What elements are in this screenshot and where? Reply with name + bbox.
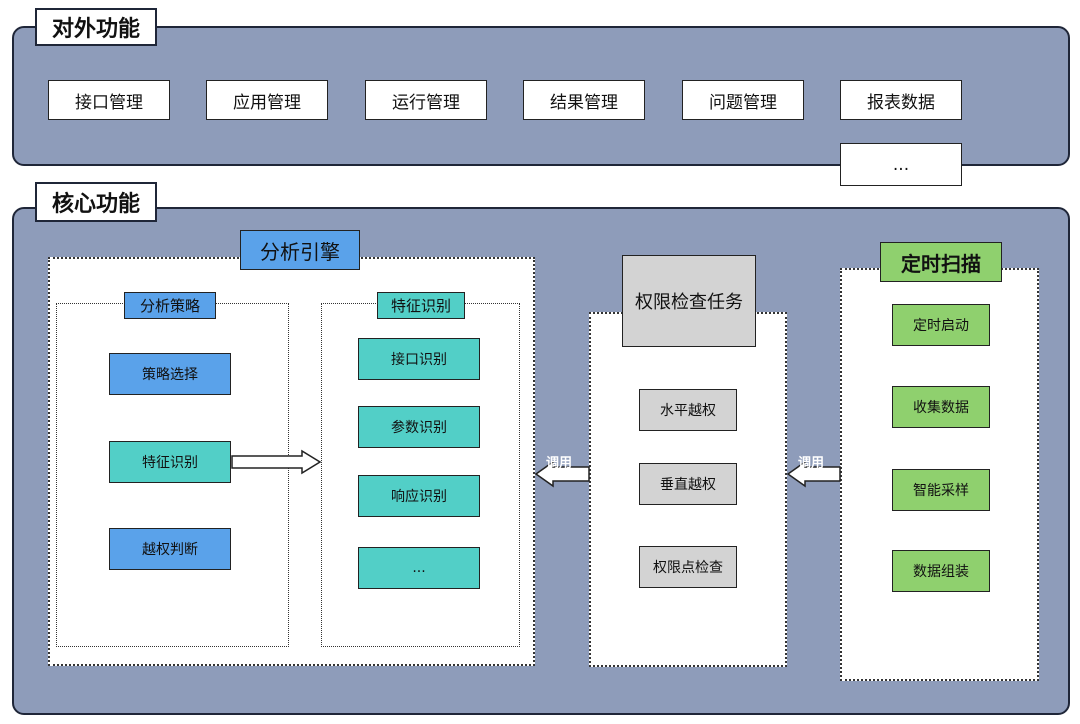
permission-vertical-node[interactable]: 垂直越权 [639,463,737,505]
ext-item-result[interactable]: 结果管理 [523,80,645,120]
permission-task-title: 权限检查任务 [622,255,756,347]
ext-item-api[interactable]: 接口管理 [48,80,170,120]
feature-api-node[interactable]: 接口识别 [358,338,480,380]
call-arrow-permission [786,460,841,488]
permission-point-node[interactable]: 权限点检查 [639,546,737,588]
feature-more-node[interactable]: ... [358,547,480,589]
schedule-start-node[interactable]: 定时启动 [892,304,990,346]
external-title: 对外功能 [35,8,157,46]
feature-group-title: 特征识别 [377,292,465,319]
call-label-engine: 调用 [546,456,573,471]
core-title: 核心功能 [35,182,157,222]
schedule-title: 定时扫描 [880,242,1002,282]
schedule-sample-node[interactable]: 智能采样 [892,469,990,511]
strategy-judge-node[interactable]: 越权判断 [109,528,231,570]
feature-arrow [231,449,322,475]
feature-param-node[interactable]: 参数识别 [358,406,480,448]
ext-item-app[interactable]: 应用管理 [206,80,328,120]
call-arrow-engine [534,460,590,488]
feature-response-node[interactable]: 响应识别 [358,475,480,517]
call-label-permission: 调用 [798,456,825,471]
analysis-engine-title: 分析引擎 [240,230,360,270]
ext-item-issue[interactable]: 问题管理 [682,80,804,120]
schedule-collect-node[interactable]: 收集数据 [892,386,990,428]
schedule-assemble-node[interactable]: 数据组装 [892,550,990,592]
strategy-select-node[interactable]: 策略选择 [109,353,231,395]
ext-item-run[interactable]: 运行管理 [365,80,487,120]
ext-item-more[interactable]: ... [840,143,962,186]
strategy-feature-node[interactable]: 特征识别 [109,441,231,483]
ext-item-report[interactable]: 报表数据 [840,80,962,120]
permission-horizontal-node[interactable]: 水平越权 [639,389,737,431]
strategy-group-title: 分析策略 [124,292,216,319]
